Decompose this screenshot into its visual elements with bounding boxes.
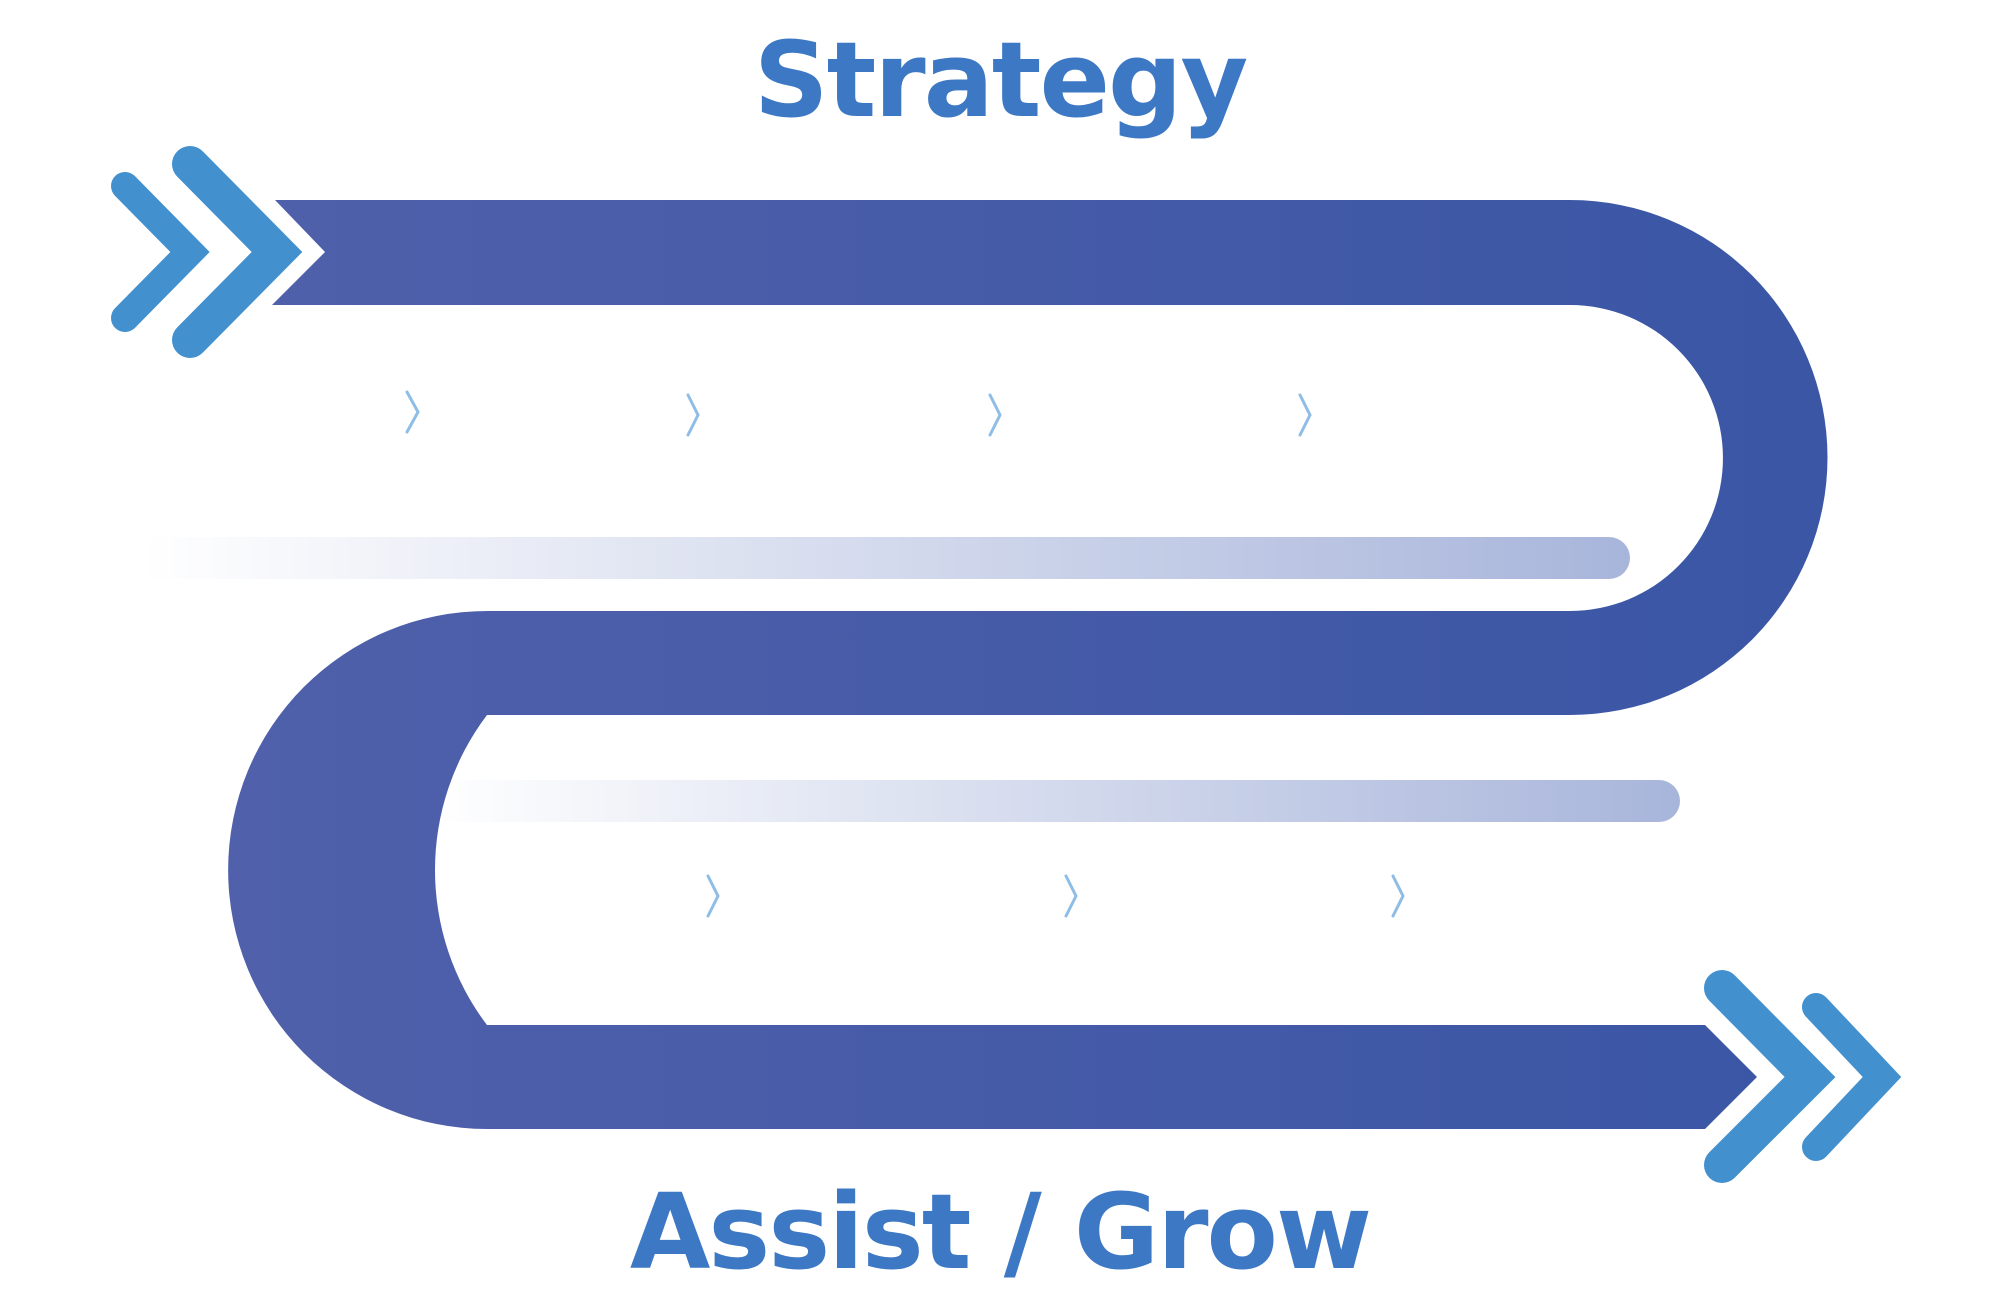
fade-bar-lower <box>430 780 1680 822</box>
serpentine-path <box>228 200 1828 1129</box>
start-chevron-icon <box>111 146 303 358</box>
flow-chevron-icon <box>405 390 420 434</box>
end-chevron-icon <box>1704 970 1902 1183</box>
diagram-title-top: Strategy <box>753 19 1249 141</box>
flow-chevron-icon <box>1391 874 1405 918</box>
flow-chevron-icon <box>988 393 1002 437</box>
diagram-title-bottom: Assist / Grow <box>629 1171 1372 1293</box>
fade-bar-upper <box>140 537 1630 579</box>
flow-chevron-icon <box>1064 874 1078 918</box>
flow-chevron-icon <box>706 874 720 918</box>
flow-chevron-icon <box>1298 393 1312 437</box>
flow-chevron-icon <box>686 393 700 437</box>
